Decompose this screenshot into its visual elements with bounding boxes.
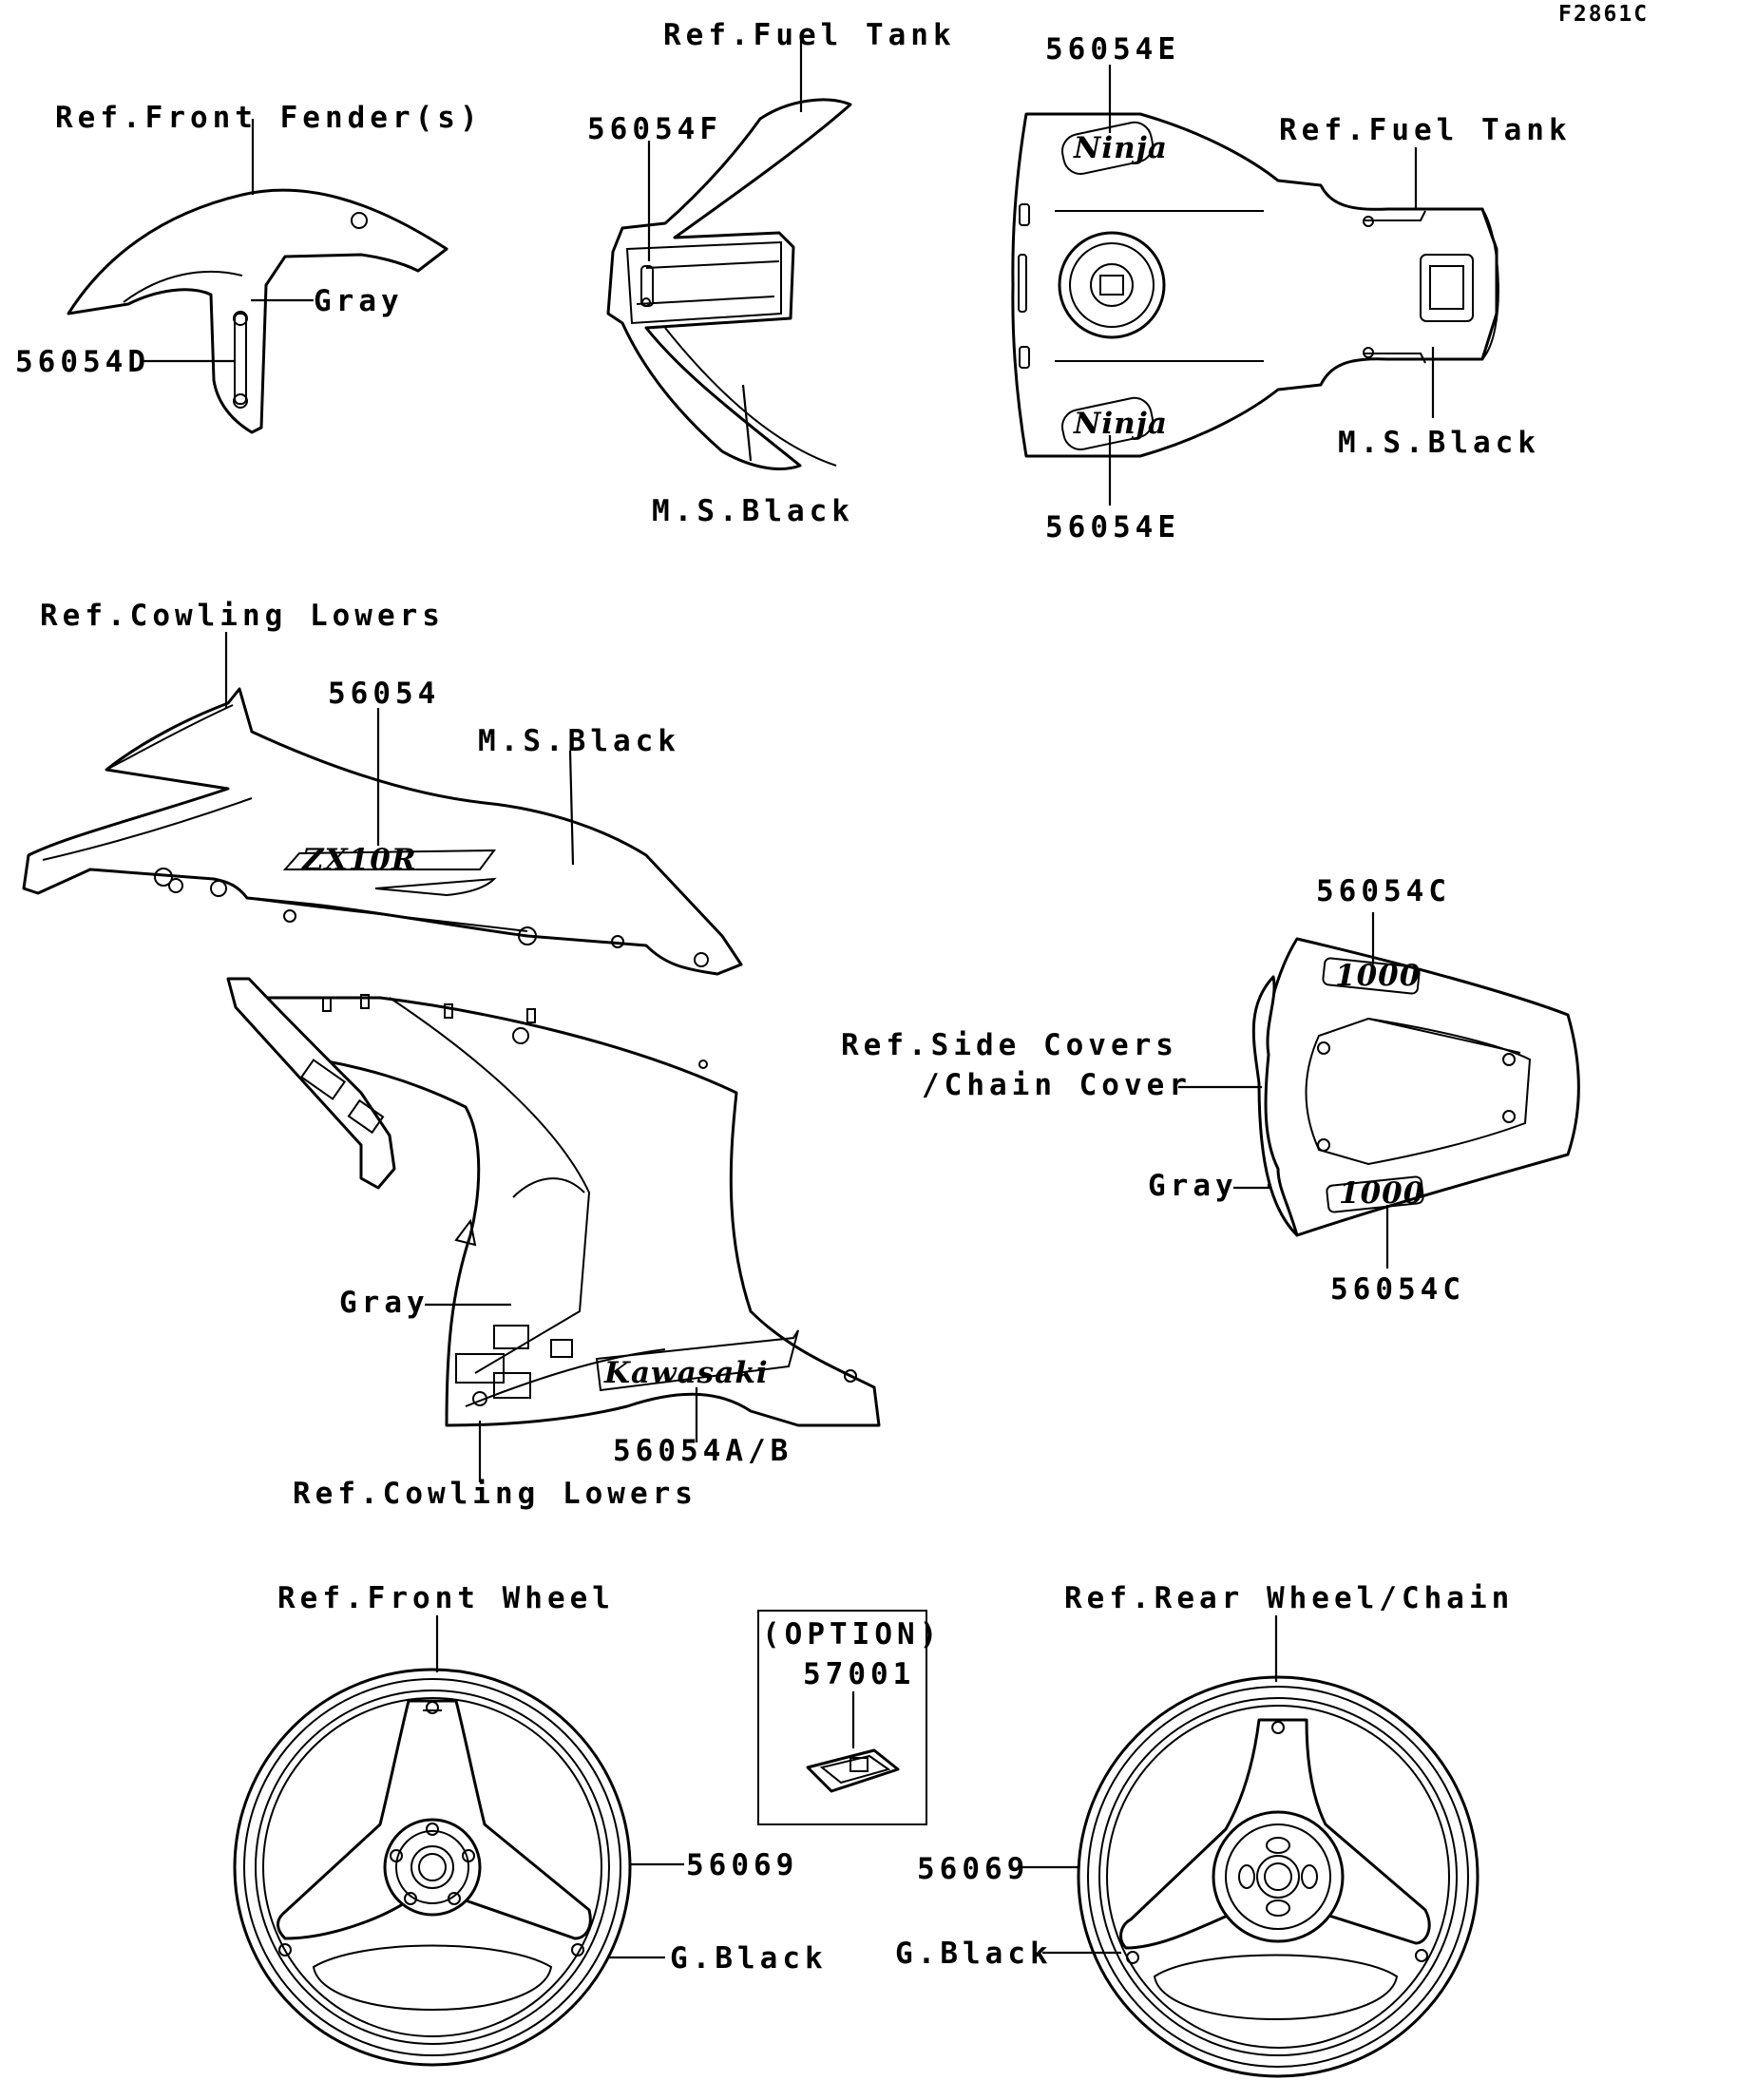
- label-cowling-upper-color: M.S.Black: [478, 724, 680, 758]
- label-side-cover-color: Gray: [1148, 1169, 1238, 1203]
- label-fuel-tank-ref-1: Ref.Fuel Tank: [663, 18, 956, 52]
- label-rear-wheel-ref: Ref.Rear Wheel/Chain: [1064, 1581, 1514, 1615]
- decal-zx10r: ZX10R: [300, 843, 417, 877]
- label-cowling-ref-top: Ref.Cowling Lowers: [40, 599, 445, 633]
- label-front-fender-ref: Ref.Front Fender(s): [55, 101, 483, 135]
- label-front-fender-color: Gray: [314, 284, 404, 318]
- label-side-cover-part-bottom: 56054C: [1330, 1272, 1465, 1307]
- label-side-cover-ref-line1: Ref.Side Covers: [841, 1028, 1178, 1062]
- label-cowling-lower-color: Gray: [339, 1286, 429, 1320]
- label-front-wheel-color: G.Black: [670, 1941, 828, 1976]
- tank-front-cover-drawing: [606, 98, 852, 470]
- decal-1000-bottom: 1000: [1339, 1176, 1424, 1211]
- label-side-cover-part-top: 56054C: [1316, 874, 1451, 908]
- label-option-part: 57001: [803, 1657, 915, 1691]
- label-cowling-ref-bottom: Ref.Cowling Lowers: [293, 1477, 697, 1511]
- label-front-wheel-part: 56069: [686, 1848, 798, 1882]
- diagram-code: F2861C: [1558, 2, 1649, 27]
- label-option-title: (OPTION): [762, 1617, 942, 1651]
- label-tank-front-part: 56054F: [587, 112, 722, 146]
- leader-cowling-upper-color: [568, 750, 575, 866]
- leader-side-cover-color: [1233, 1184, 1270, 1190]
- label-front-fender-part: 56054D: [15, 345, 150, 379]
- label-tank-top-part-top: 56054E: [1045, 32, 1180, 67]
- rear-wheel-drawing: [1077, 1675, 1479, 2078]
- label-rear-wheel-color: G.Black: [895, 1937, 1053, 1971]
- label-rear-wheel-part: 56069: [917, 1852, 1029, 1886]
- decal-ninja-top: Ninja: [1073, 131, 1168, 165]
- label-front-wheel-ref: Ref.Front Wheel: [277, 1581, 615, 1615]
- front-fender-drawing: [67, 188, 449, 434]
- lower-cowling-drawing: Kawasaki: [226, 977, 881, 1427]
- label-side-cover-ref-line2: /Chain Cover: [922, 1068, 1192, 1102]
- decal-kawasaki: Kawasaki: [603, 1356, 769, 1390]
- side-cover-drawing: 1000 1000: [1251, 937, 1580, 1237]
- decal-1000-top: 1000: [1335, 959, 1421, 993]
- front-wheel-drawing: [233, 1668, 632, 2067]
- leader-tank-front-color: [741, 384, 753, 462]
- label-tank-front-color: M.S.Black: [652, 494, 854, 528]
- option-box: (OPTION) 57001: [757, 1610, 942, 1825]
- decal-ninja-bottom: Ninja: [1073, 407, 1168, 441]
- upper-cowling-drawing: ZX10R: [22, 687, 743, 976]
- label-cowling-upper-part: 56054: [328, 677, 440, 711]
- label-tank-top-part-bottom: 56054E: [1045, 510, 1180, 544]
- label-cowling-lower-part: 56054A/B: [613, 1434, 792, 1468]
- label-tank-top-color: M.S.Black: [1338, 426, 1540, 460]
- label-fuel-tank-ref-2: Ref.Fuel Tank: [1279, 113, 1572, 147]
- fuel-tank-top-drawing: Ninja Ninja: [1011, 112, 1499, 458]
